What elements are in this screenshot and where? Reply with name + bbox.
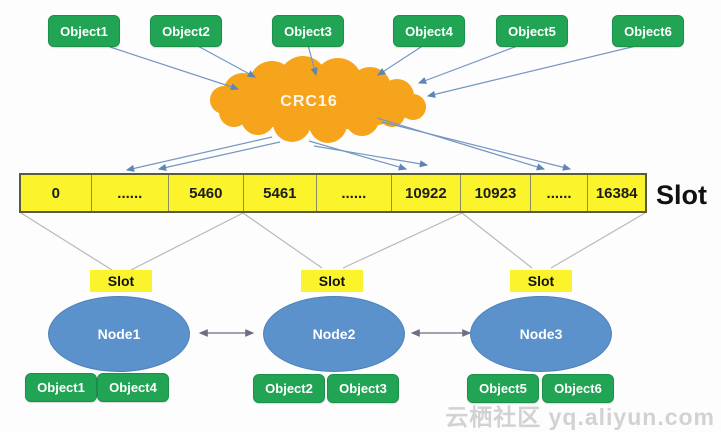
node1-slot-tag: Slot: [90, 270, 152, 292]
slot-cell: 10923: [461, 175, 531, 211]
node1-object-box-2: Object4: [97, 373, 169, 402]
node3-object-box-2: Object6: [542, 374, 614, 403]
node2-slot-tag: Slot: [301, 270, 363, 292]
slot-cell: ......: [92, 175, 170, 211]
arrows-crc16-to-slots: [125, 117, 572, 172]
node2-ellipse: Node2: [263, 296, 405, 372]
object-box-top-4: Object4: [393, 15, 465, 47]
node1-ellipse: Node1: [48, 296, 190, 372]
slot-axis-label: Slot: [656, 180, 707, 210]
object-box-top-6: Object6: [612, 15, 684, 47]
slot-cell: 10922: [392, 175, 462, 211]
object-box-top-1: Object1: [48, 15, 120, 47]
object-box-top-3: Object3: [272, 15, 344, 47]
lines-slotranges-to-nodes: [20, 212, 646, 271]
node2-object-box-1: Object2: [253, 374, 325, 403]
node3-ellipse: Node3: [470, 296, 612, 372]
watermark: 云栖社区 yq.aliyun.com: [445, 404, 715, 430]
slot-cell: ......: [531, 175, 589, 211]
node3-object-box-1: Object5: [467, 374, 539, 403]
object-box-top-5: Object5: [496, 15, 568, 47]
node3-slot-tag: Slot: [510, 270, 572, 292]
slot-cell: 5460: [169, 175, 244, 211]
object-box-top-2: Object2: [150, 15, 222, 47]
slot-bar: 0 ...... 5460 5461 ...... 10922 10923 ..…: [19, 173, 647, 213]
slot-cell: 5461: [244, 175, 318, 211]
slot-cell: ......: [317, 175, 392, 211]
slot-cell: 16384: [595, 184, 638, 202]
node2-object-box-2: Object3: [327, 374, 399, 403]
arrows-objects-to-crc16: [109, 44, 641, 98]
slot-cell: 0: [21, 175, 92, 211]
crc16-label: CRC16: [280, 93, 338, 110]
node1-object-box-1: Object1: [25, 373, 97, 402]
